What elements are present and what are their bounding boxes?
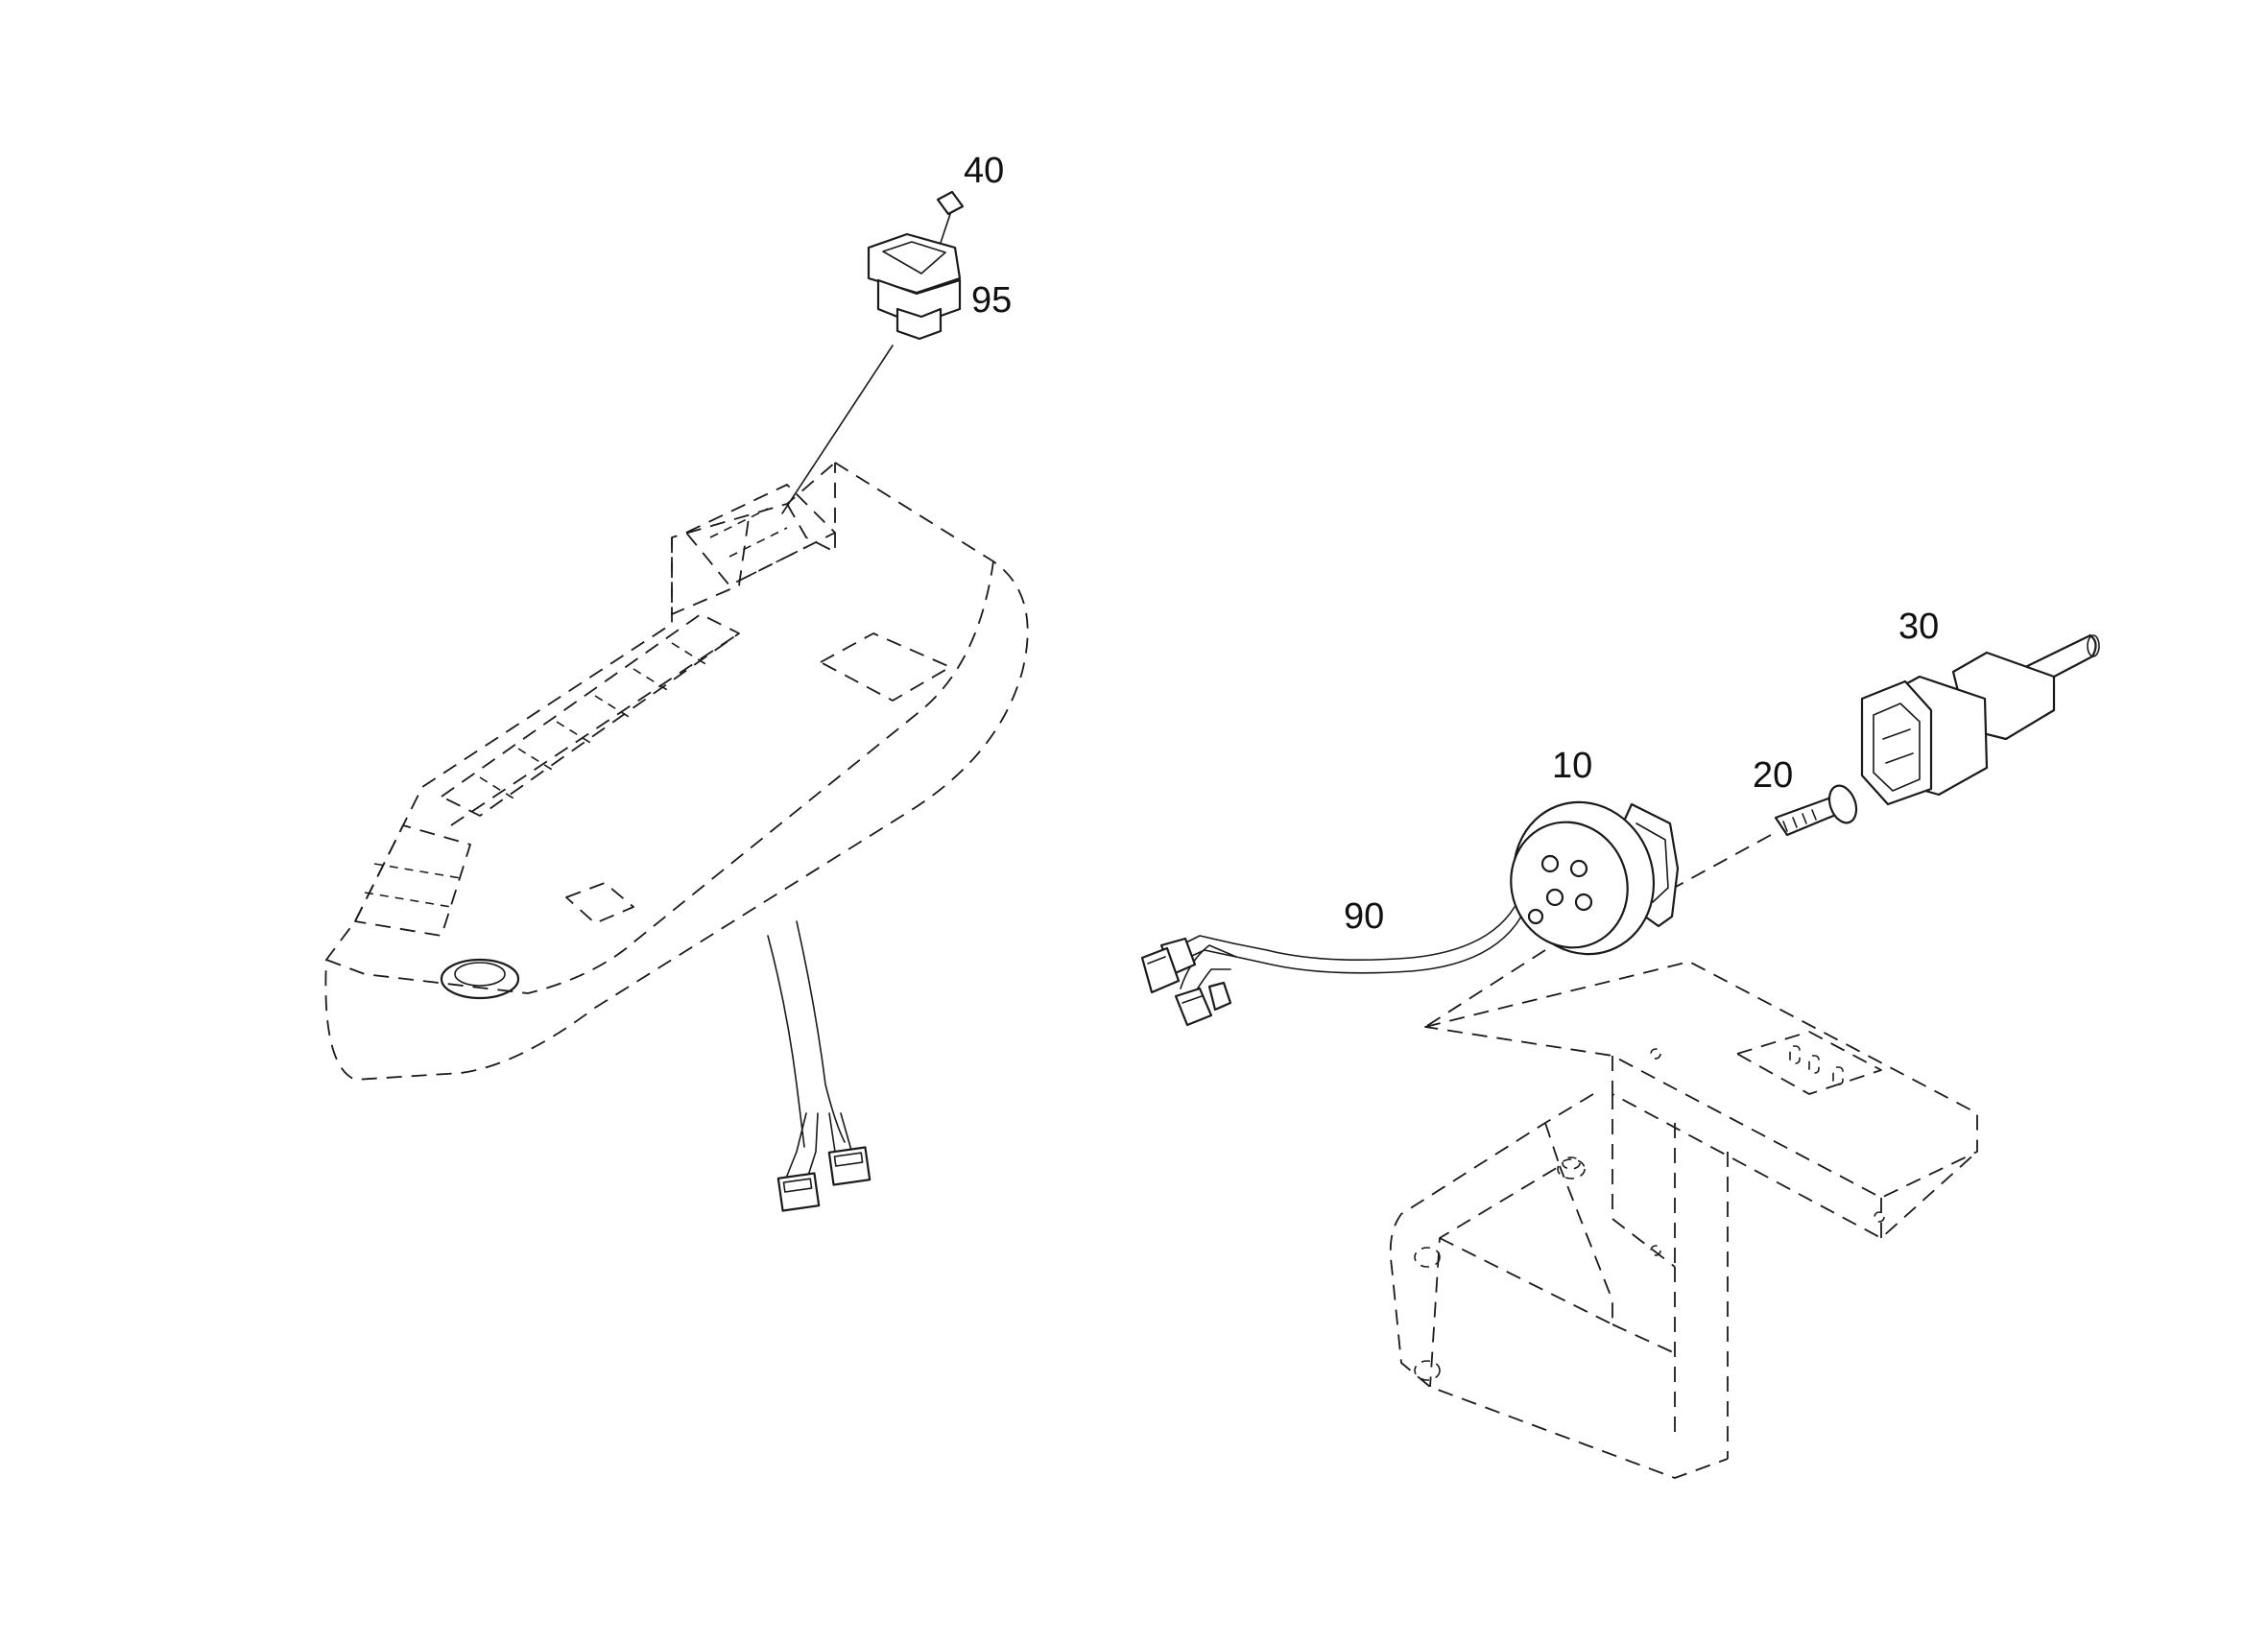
armrest-console: [324, 462, 1029, 1212]
callout-95: 95: [971, 280, 1012, 321]
part-90-harness: [1140, 906, 1522, 1027]
callout-20: 20: [1753, 755, 1793, 796]
part-10-socket: [1510, 800, 1680, 956]
callout-10: 10: [1552, 746, 1592, 786]
assembly-line-10: [1424, 949, 1546, 1028]
callout-30: 30: [1898, 607, 1939, 647]
part-20-screw: [1774, 784, 1858, 837]
part-95-switch: [867, 232, 962, 341]
leader-line-95: [781, 345, 894, 514]
callout-40: 40: [964, 151, 1004, 191]
mounting-bracket: [1389, 961, 1978, 1479]
callout-90: 90: [1344, 896, 1384, 937]
part-30-connector: [1860, 633, 2100, 806]
